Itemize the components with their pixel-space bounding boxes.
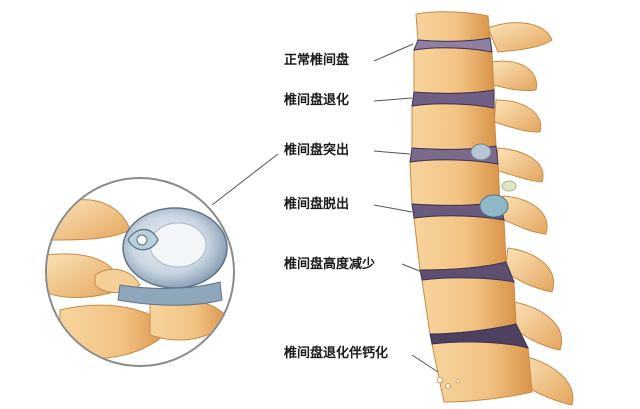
magnified-view bbox=[45, 177, 235, 367]
disc-height-reduced bbox=[419, 261, 515, 283]
vertebral-column bbox=[409, 11, 574, 406]
leader-disc-height-loss bbox=[401, 263, 423, 273]
disc-degenerated bbox=[411, 89, 495, 109]
vertebra-3 bbox=[411, 103, 497, 150]
vertebra-1 bbox=[415, 11, 491, 42]
leader-magnifier bbox=[211, 153, 279, 206]
leader-disc-calcification bbox=[411, 354, 439, 373]
vertebra-2 bbox=[413, 47, 495, 94]
disc-calcified bbox=[429, 323, 529, 349]
leader-disc-bulge bbox=[373, 150, 411, 155]
leader-disc-herniation bbox=[373, 204, 413, 213]
vertebra-5 bbox=[413, 215, 507, 271]
herniation-mass bbox=[479, 194, 509, 218]
leader-lines bbox=[211, 43, 439, 373]
calcification-spots bbox=[436, 376, 461, 389]
vertebra-7 bbox=[431, 341, 533, 403]
vertebra-6 bbox=[421, 277, 517, 335]
label-disc-bulge: 椎间盘突出 bbox=[284, 143, 350, 158]
label-normal-disc: 正常椎间盘 bbox=[284, 53, 350, 68]
label-disc-height-loss: 椎间盘高度减少 bbox=[284, 257, 376, 272]
leader-normal-disc bbox=[373, 43, 414, 62]
disc-normal bbox=[413, 37, 493, 53]
label-disc-degeneration-calcification: 椎间盘退化伴钙化 bbox=[284, 346, 389, 361]
bulge-mass bbox=[470, 143, 492, 161]
label-disc-degeneration: 椎间盘退化 bbox=[284, 93, 350, 108]
leader-disc-degeneration bbox=[373, 97, 413, 102]
label-disc-herniation: 椎间盘脱出 bbox=[284, 197, 350, 212]
